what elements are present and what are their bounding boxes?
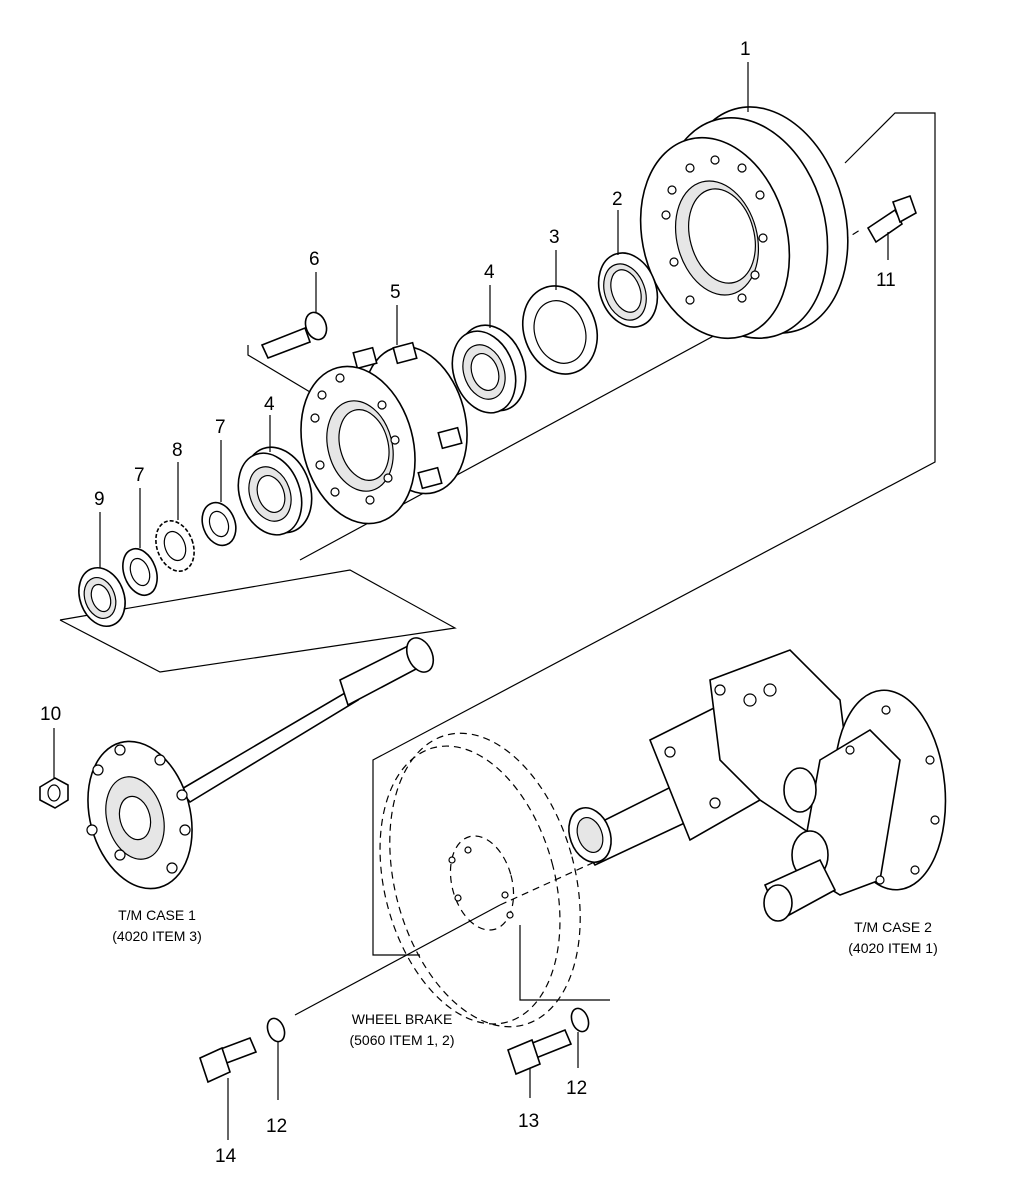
callout-8: 8 [172,440,183,461]
wheel-brake-caption: WHEEL BRAKE [352,1011,453,1027]
lock-washer-part [155,462,195,572]
spacer-ring-part [522,250,598,375]
oil-seal-part [597,210,659,328]
reference-captions: T/M CASE 1 (4020 ITEM 3) T/M CASE 2 (402… [112,907,937,1048]
callout-10: 10 [40,704,61,725]
callout-4-lower: 4 [264,394,275,415]
callout-4-upper: 4 [484,262,495,283]
callout-5: 5 [390,282,401,303]
callout-12-left: 12 [266,1116,287,1137]
tm-case-1-reference: (4020 ITEM 3) [112,928,201,944]
callout-6: 6 [309,249,320,270]
callout-9: 9 [94,489,105,510]
tm-case-2-caption: T/M CASE 2 [854,919,932,935]
tm-case-2-reference: (4020 ITEM 1) [848,940,937,956]
drum-bolt-part [866,194,917,260]
outer-bearing-part [451,285,527,414]
right-brake-bolt-set [507,1007,590,1098]
callout-labels: 1 2 3 4 4 5 6 7 7 8 9 10 11 12 12 13 14 [40,39,896,1167]
callout-11: 11 [876,270,896,291]
hub-bolt-part [260,272,328,360]
outer-seal-part [78,512,126,627]
wheel-brake-reference: (5060 ITEM 1, 2) [349,1032,454,1048]
callout-12-right: 12 [566,1078,587,1099]
wheel-brake-disc [379,732,581,1028]
callout-13: 13 [518,1111,539,1132]
tm-case-1-caption: T/M CASE 1 [118,907,196,923]
callout-3: 3 [549,227,560,248]
callout-1: 1 [740,39,751,60]
callout-14: 14 [215,1146,237,1167]
outer-lock-nut-part [122,488,158,597]
axle-shaft-part [86,637,435,890]
callout-2: 2 [612,189,623,210]
callout-7-upper: 7 [215,417,226,438]
inner-bearing-part [237,415,313,536]
lock-nut-part [201,440,237,547]
left-brake-bolt-set [199,1017,286,1140]
wheel-hub-part [300,305,468,525]
transmission-case-2 [568,649,947,922]
brake-drum-part [639,62,849,340]
callout-7-lower: 7 [134,465,145,486]
hub-nut-part [39,728,69,809]
